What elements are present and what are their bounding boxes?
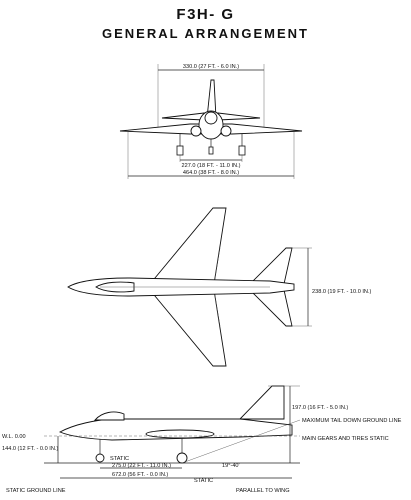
side-tank bbox=[145, 429, 215, 439]
plan-wing-lower bbox=[149, 289, 227, 367]
plan-wing-upper bbox=[149, 207, 227, 285]
side-nose-tire bbox=[95, 453, 105, 463]
static2-label: STATIC bbox=[194, 478, 213, 484]
side-main-tire bbox=[176, 452, 188, 464]
front-tire-left bbox=[176, 145, 184, 156]
drawing-subtitle: GENERAL ARRANGEMENT bbox=[101, 26, 309, 41]
static-label: STATIC bbox=[110, 456, 129, 462]
ground-height-label: 144.0 (12 FT. - 0.0 IN.) bbox=[2, 446, 58, 452]
track-label: 227.0 (18 FT. - 11.0 IN.) bbox=[182, 163, 241, 169]
drawing-title: F3H- G bbox=[176, 6, 235, 23]
parallel-label: PARALLEL TO WING bbox=[236, 488, 290, 494]
plan-length-label: 238.0 (19 FT. - 10.0 IN.) bbox=[312, 289, 372, 295]
plan-stab-upper bbox=[248, 247, 293, 285]
stab-label: 464.0 (38 FT. - 8.0 IN.) bbox=[183, 170, 239, 176]
side-canopy bbox=[94, 411, 125, 421]
main-gears-label: MAIN GEARS AND TIRES STATIC bbox=[302, 436, 389, 442]
front-tire-right bbox=[238, 145, 246, 156]
dim-275-label: 275.0 (22 FT. - 11.0 IN.) bbox=[112, 463, 171, 469]
side-view: W.L. 0.00 197.0 (16 FT. - 5.0 IN.) MAXIM… bbox=[2, 385, 402, 494]
static-ground-label: STATIC GROUND LINE bbox=[6, 488, 66, 494]
max-tail-label: MAXIMUM TAIL DOWN GROUND LINE bbox=[302, 418, 402, 424]
span-label: 330.0 (27 FT. - 6.0 IN.) bbox=[183, 64, 239, 70]
front-intake-right bbox=[220, 125, 232, 137]
front-canopy bbox=[204, 111, 218, 125]
side-fin bbox=[238, 385, 285, 420]
front-view: 330.0 (27 FT. - 6.0 IN.) 227.0 (18 FT. bbox=[119, 64, 303, 179]
height-label: 197.0 (16 FT. - 5.0 IN.) bbox=[292, 405, 348, 411]
front-nose-tire bbox=[208, 146, 214, 155]
dim-672-label: 672.0 (56 FT. - 0.0 IN.) bbox=[112, 472, 168, 478]
plan-flap-lower bbox=[213, 289, 221, 327]
max-tail-down-line bbox=[181, 419, 301, 464]
front-intake-left bbox=[190, 125, 202, 137]
plan-view: 238.0 (19 FT. - 10.0 IN.) bbox=[67, 207, 372, 367]
wl-label: W.L. 0.00 bbox=[2, 434, 26, 440]
angle-label: 19°-40' bbox=[222, 463, 240, 469]
side-fuselage bbox=[58, 418, 293, 441]
plan-stab-lower bbox=[248, 289, 293, 327]
plan-flap-upper bbox=[213, 247, 221, 285]
